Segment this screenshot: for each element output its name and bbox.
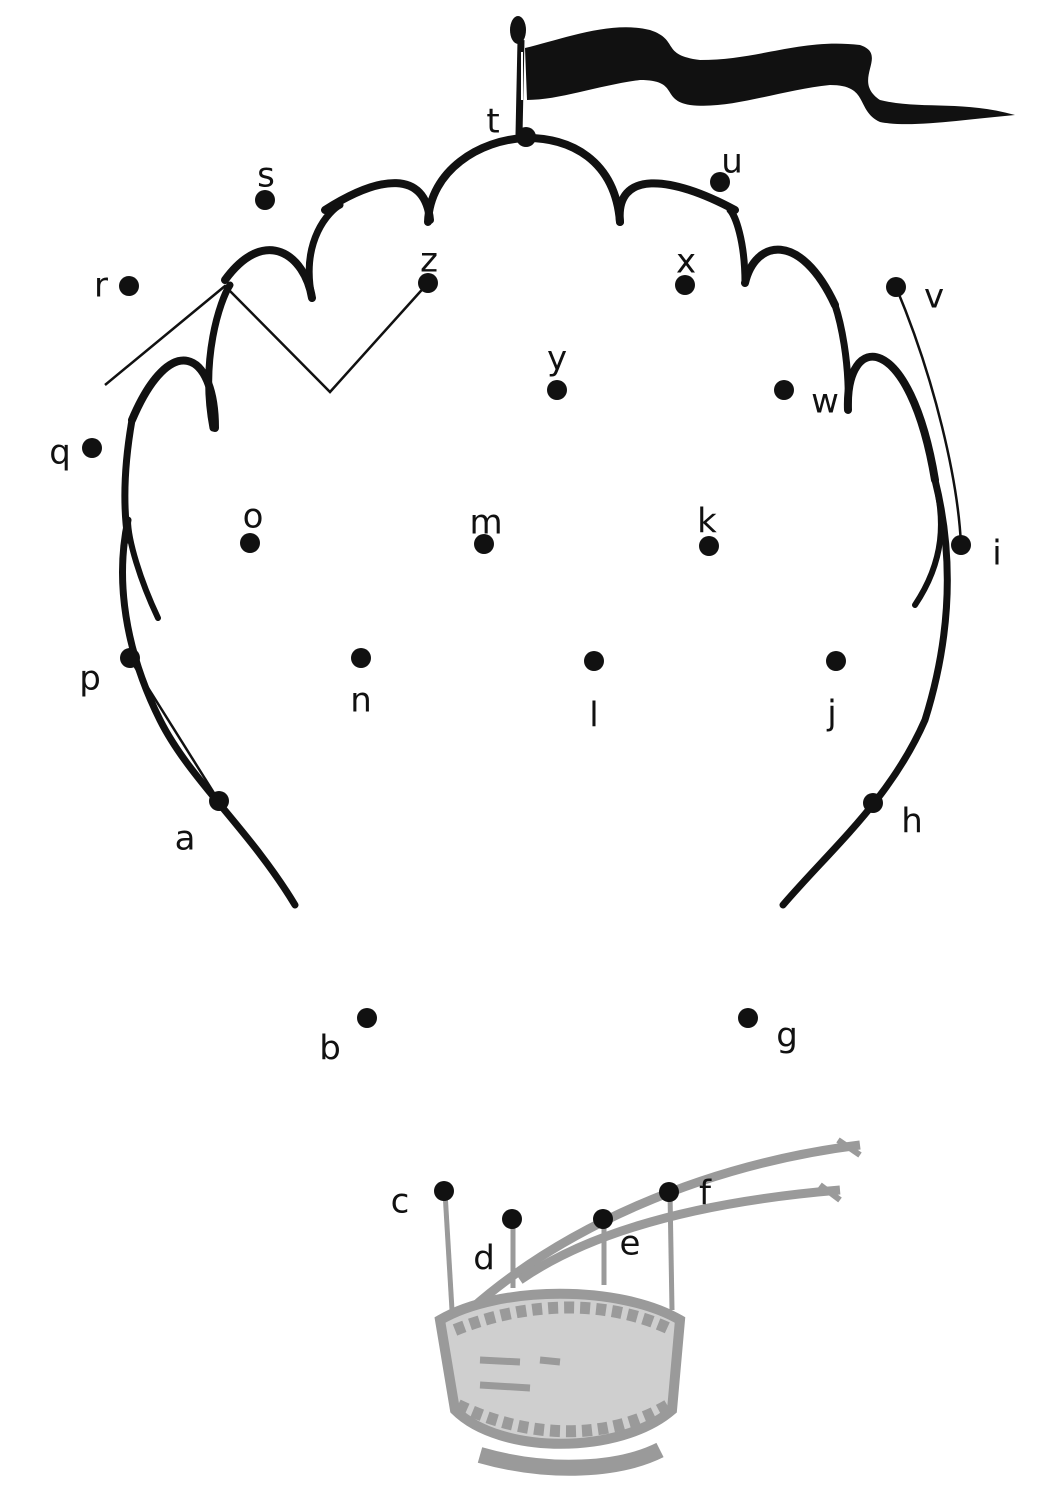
dot-z[interactable] xyxy=(418,273,438,293)
basket-icon xyxy=(434,1137,862,1476)
dot-s[interactable] xyxy=(255,190,275,210)
dot-label-g: g xyxy=(776,1016,798,1056)
dot-label-b: b xyxy=(319,1029,341,1069)
dot-e[interactable] xyxy=(593,1209,613,1229)
dot-f[interactable] xyxy=(659,1182,679,1202)
dot-label-h: h xyxy=(901,802,923,842)
dot-o[interactable] xyxy=(240,533,260,553)
dot-p[interactable] xyxy=(120,648,140,668)
dot-label-e: e xyxy=(620,1224,641,1264)
dot-label-d: d xyxy=(473,1239,495,1279)
dot-h[interactable] xyxy=(863,793,883,813)
dot-label-i: i xyxy=(992,534,1001,574)
dot-k[interactable] xyxy=(699,536,719,556)
dot-q[interactable] xyxy=(82,438,102,458)
dot-label-v: v xyxy=(924,277,944,317)
rope-icon xyxy=(104,282,963,802)
dots-layer: a b c d e f g h i j k l m n o p q r s t u v w x y z xyxy=(49,102,1002,1279)
dot-b[interactable] xyxy=(357,1008,377,1028)
dot-label-q: q xyxy=(49,433,71,473)
dot-c[interactable] xyxy=(434,1181,454,1201)
dot-y[interactable] xyxy=(547,380,567,400)
balloon-outline-icon xyxy=(119,133,951,909)
dot-t[interactable] xyxy=(516,127,536,147)
dot-label-p: p xyxy=(79,659,101,699)
dot-label-w: w xyxy=(811,382,839,422)
dot-label-j: j xyxy=(826,694,836,734)
dot-label-t: t xyxy=(486,102,499,142)
dot-label-l: l xyxy=(589,696,598,736)
dot-r[interactable] xyxy=(119,276,139,296)
dot-n[interactable] xyxy=(351,648,371,668)
dot-label-k: k xyxy=(697,502,717,542)
dot-x[interactable] xyxy=(675,275,695,295)
dot-v[interactable] xyxy=(886,277,906,297)
dot-m[interactable] xyxy=(474,534,494,554)
dot-d[interactable] xyxy=(502,1209,522,1229)
dot-label-c: c xyxy=(391,1182,410,1222)
dot-a[interactable] xyxy=(209,791,229,811)
dot-label-u: u xyxy=(721,142,743,182)
dot-label-x: x xyxy=(676,242,696,282)
dot-label-n: n xyxy=(350,681,372,721)
flag-icon xyxy=(510,16,1015,136)
dot-label-z: z xyxy=(420,241,438,281)
dot-label-y: y xyxy=(547,339,567,379)
dot-w[interactable] xyxy=(774,380,794,400)
dot-j[interactable] xyxy=(826,651,846,671)
dot-g[interactable] xyxy=(738,1008,758,1028)
dot-label-m: m xyxy=(469,503,502,543)
dot-l[interactable] xyxy=(584,651,604,671)
dot-label-a: a xyxy=(175,819,196,859)
dot-u[interactable] xyxy=(710,172,730,192)
dot-label-f: f xyxy=(699,1174,712,1214)
dot-label-o: o xyxy=(243,497,264,537)
dot-label-r: r xyxy=(94,266,108,306)
dot-label-s: s xyxy=(257,156,275,196)
dot-i[interactable] xyxy=(951,535,971,555)
